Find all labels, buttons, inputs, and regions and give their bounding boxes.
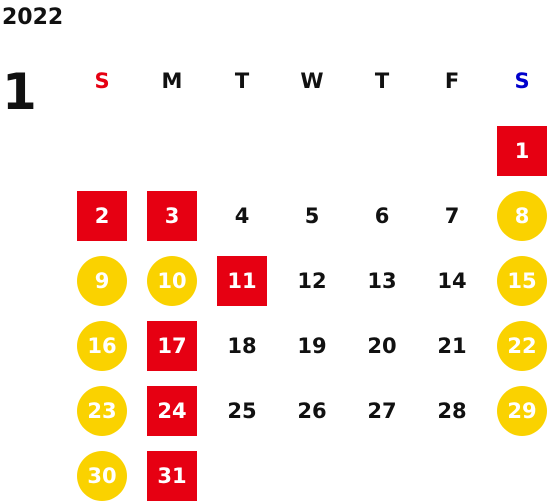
- month-label: 1: [2, 63, 37, 121]
- day-cell-3[interactable]: 3: [147, 191, 197, 241]
- weekday-label-4: T: [374, 69, 390, 93]
- day-cell-17[interactable]: 17: [147, 321, 197, 371]
- day-cell-10[interactable]: 10: [147, 256, 197, 306]
- weekday-label-5: F: [444, 69, 460, 93]
- day-cell-20[interactable]: 20: [367, 334, 397, 358]
- day-cell-19[interactable]: 19: [297, 334, 327, 358]
- day-cell-13[interactable]: 13: [367, 269, 397, 293]
- day-cell-5[interactable]: 5: [304, 204, 320, 228]
- day-cell-12[interactable]: 12: [297, 269, 327, 293]
- day-cell-2[interactable]: 2: [77, 191, 127, 241]
- year-label: 2022: [2, 5, 64, 30]
- weekday-label-1: M: [161, 69, 183, 93]
- day-cell-24[interactable]: 24: [147, 386, 197, 436]
- weekday-label-2: T: [234, 69, 250, 93]
- day-cell-23[interactable]: 23: [77, 386, 127, 436]
- day-cell-29[interactable]: 29: [497, 386, 547, 436]
- day-cell-9[interactable]: 9: [77, 256, 127, 306]
- day-cell-18[interactable]: 18: [227, 334, 257, 358]
- day-cell-7[interactable]: 7: [444, 204, 460, 228]
- day-cell-31[interactable]: 31: [147, 451, 197, 501]
- day-cell-8[interactable]: 8: [497, 191, 547, 241]
- day-cell-14[interactable]: 14: [437, 269, 467, 293]
- day-cell-27[interactable]: 27: [367, 399, 397, 423]
- weekday-label-0: S: [94, 69, 110, 93]
- weekday-label-6: S: [514, 69, 530, 93]
- day-cell-26[interactable]: 26: [297, 399, 327, 423]
- day-cell-22[interactable]: 22: [497, 321, 547, 371]
- day-cell-21[interactable]: 21: [437, 334, 467, 358]
- day-cell-15[interactable]: 15: [497, 256, 547, 306]
- day-cell-16[interactable]: 16: [77, 321, 127, 371]
- day-cell-4[interactable]: 4: [234, 204, 250, 228]
- day-cell-30[interactable]: 30: [77, 451, 127, 501]
- day-cell-28[interactable]: 28: [437, 399, 467, 423]
- day-cell-25[interactable]: 25: [227, 399, 257, 423]
- weekday-label-3: W: [300, 69, 324, 93]
- day-cell-1[interactable]: 1: [497, 126, 547, 176]
- day-cell-6[interactable]: 6: [374, 204, 390, 228]
- day-cell-11[interactable]: 11: [217, 256, 267, 306]
